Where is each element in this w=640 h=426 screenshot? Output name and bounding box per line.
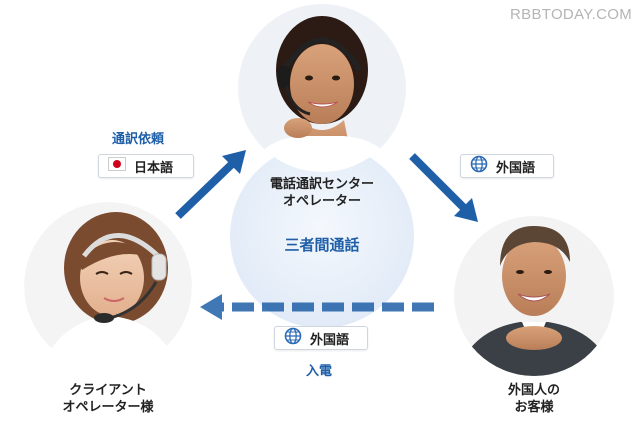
client-operator-label-line1: クライアント xyxy=(69,383,147,398)
foreign-customer-label-line1: 外国人の xyxy=(507,383,560,398)
foreign-language-tag-top-label: 外国語 xyxy=(496,160,536,176)
incoming-call-label: 入電 xyxy=(306,364,333,379)
client-operator-label-line2: オペレーター様 xyxy=(62,400,154,415)
center-operator-label: 電話通訳センター オペレーター xyxy=(262,176,382,210)
center-operator-photo xyxy=(238,4,406,172)
interpretation-request-label: 通訳依頼 xyxy=(112,132,165,147)
globe-icon xyxy=(470,155,488,177)
center-circle xyxy=(230,144,414,328)
client-operator-label: クライアント オペレーター様 xyxy=(48,382,168,416)
arrow-request xyxy=(175,150,246,219)
watermark: RBBTODAY.COM xyxy=(510,6,632,23)
arrow-to-customer xyxy=(409,153,478,222)
foreign-customer-photo xyxy=(454,216,614,376)
japanese-tag-label: 日本語 xyxy=(134,160,174,176)
foreign-language-tag-bottom: 外国語 xyxy=(274,326,368,350)
japan-flag-icon xyxy=(108,157,126,175)
center-operator-label-line2: オペレーター xyxy=(282,194,361,209)
foreign-customer-label: 外国人の お客様 xyxy=(484,382,584,416)
foreign-language-tag-top: 外国語 xyxy=(460,154,554,178)
client-operator-photo xyxy=(24,202,192,370)
foreign-language-tag-bottom-label: 外国語 xyxy=(310,332,350,348)
center-operator-label-line1: 電話通訳センター xyxy=(269,177,374,192)
japanese-tag: 日本語 xyxy=(98,154,194,178)
foreign-customer-label-line2: お客様 xyxy=(514,400,554,415)
three-way-call-label: 三者間通話 xyxy=(284,236,360,254)
globe-icon xyxy=(284,327,302,349)
arrow-incoming-call xyxy=(200,294,434,320)
